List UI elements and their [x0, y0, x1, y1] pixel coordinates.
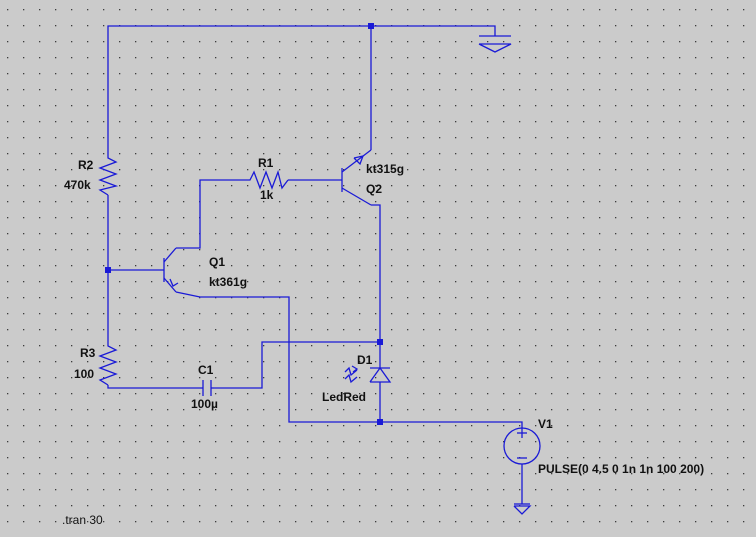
c1-ref-label: C1 [198, 363, 214, 377]
r1-ref-label: R1 [258, 156, 274, 170]
junctions [105, 23, 383, 425]
tran-directive[interactable]: .tran 30 [62, 513, 103, 527]
junction-d1-anode [377, 339, 383, 345]
led-emission-arrow-1 [344, 366, 358, 377]
wire-r3-to-c1[interactable] [107, 385, 200, 389]
led-d1[interactable] [344, 365, 392, 384]
ground-symbol-bottom[interactable] [513, 503, 532, 515]
wire-q1-emitter[interactable] [175, 291, 523, 428]
q2-ref-label: Q2 [366, 182, 382, 196]
resistor-r1[interactable] [246, 169, 289, 190]
c1-value-label: 100µ [191, 397, 218, 411]
voltage-source-v1[interactable] [503, 427, 541, 465]
v1-source-label: PULSE(0 4.5 0 1n 1n 100 200) [538, 462, 704, 476]
junction-base-node [105, 267, 111, 273]
d1-model-label: LedRed [322, 390, 366, 404]
wire-q1-collector-to-r1[interactable] [176, 179, 246, 249]
transistor-q1[interactable] [163, 247, 179, 293]
v1-ref-label: V1 [538, 417, 553, 431]
d1-ref-label: D1 [357, 353, 373, 367]
led-emission-arrow-2 [344, 373, 358, 384]
r3-ref-label: R3 [80, 346, 96, 360]
resistor-r2[interactable] [98, 153, 119, 196]
q2-model-label: kt315g [366, 162, 404, 176]
q1-ref-label: Q1 [209, 255, 225, 269]
wire-q2-emitter-to-d1[interactable] [371, 204, 381, 366]
wire-top-rail[interactable] [107, 25, 496, 153]
resistor-r3[interactable] [98, 342, 118, 386]
ground-symbol-top[interactable] [478, 35, 512, 53]
capacitor-c1[interactable] [200, 380, 214, 396]
r2-ref-label: R2 [78, 158, 94, 172]
r2-value-label: 470k [64, 178, 91, 192]
wires [107, 25, 523, 504]
r3-value-label: 100 [74, 367, 94, 381]
r1-value-label: 1k [260, 188, 274, 202]
junction-top-rail [368, 23, 374, 29]
transistor-q2[interactable] [341, 149, 372, 206]
q1-model-label: kt361g [209, 275, 247, 289]
junction-d1-cathode [377, 419, 383, 425]
wire-c1-to-d1-anode[interactable] [214, 341, 380, 389]
